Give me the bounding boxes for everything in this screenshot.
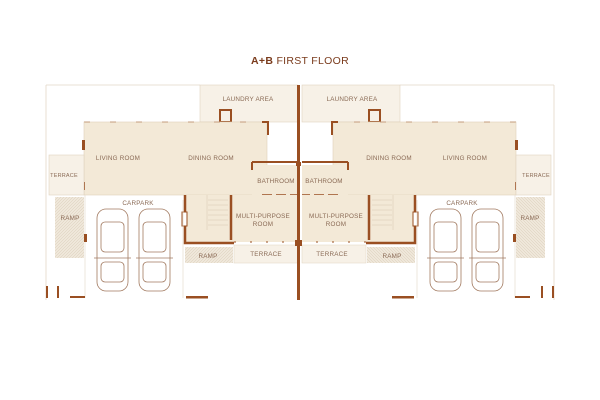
unit-b-labels: LAUNDRY AREA LIVING ROOM DINING ROOM TER… <box>305 96 550 260</box>
label-bottom-ramp: RAMP <box>383 253 402 260</box>
party-wall <box>297 85 300 300</box>
label-bottom-terrace: TERRACE <box>250 251 282 258</box>
label-carpark: CARPARK <box>446 200 478 207</box>
label-bathroom: BATHROOM <box>257 178 295 185</box>
label-multi-purpose-room-2: ROOM <box>253 221 273 228</box>
plan-title: A+B FIRST FLOOR <box>0 55 600 67</box>
label-side-ramp: RAMP <box>521 215 540 222</box>
label-side-terrace: TERRACE <box>522 173 550 179</box>
unit-a-plan <box>44 83 300 302</box>
label-living-room: LIVING ROOM <box>443 155 487 162</box>
label-laundry-area: LAUNDRY AREA <box>327 96 378 103</box>
label-dining-room: DINING ROOM <box>188 155 234 162</box>
label-laundry-area: LAUNDRY AREA <box>223 96 274 103</box>
unit-a-labels: LAUNDRY AREA LIVING ROOM DINING ROOM TER… <box>50 96 295 260</box>
plan-title-rest: FIRST FLOOR <box>276 55 349 67</box>
plan-title-bold: A+B <box>251 55 274 67</box>
label-multi-purpose-room: MULTI-PURPOSE <box>236 213 290 220</box>
label-bathroom: BATHROOM <box>305 178 343 185</box>
label-dining-room: DINING ROOM <box>366 155 412 162</box>
label-multi-purpose-room-2: ROOM <box>326 221 346 228</box>
label-side-terrace: TERRACE <box>50 173 78 179</box>
label-bottom-terrace: TERRACE <box>316 251 348 258</box>
unit-b-plan <box>300 83 556 302</box>
label-side-ramp: RAMP <box>61 215 80 222</box>
label-multi-purpose-room: MULTI-PURPOSE <box>309 213 363 220</box>
label-bottom-ramp: RAMP <box>199 253 218 260</box>
label-carpark: CARPARK <box>122 200 154 207</box>
label-living-room: LIVING ROOM <box>96 155 140 162</box>
